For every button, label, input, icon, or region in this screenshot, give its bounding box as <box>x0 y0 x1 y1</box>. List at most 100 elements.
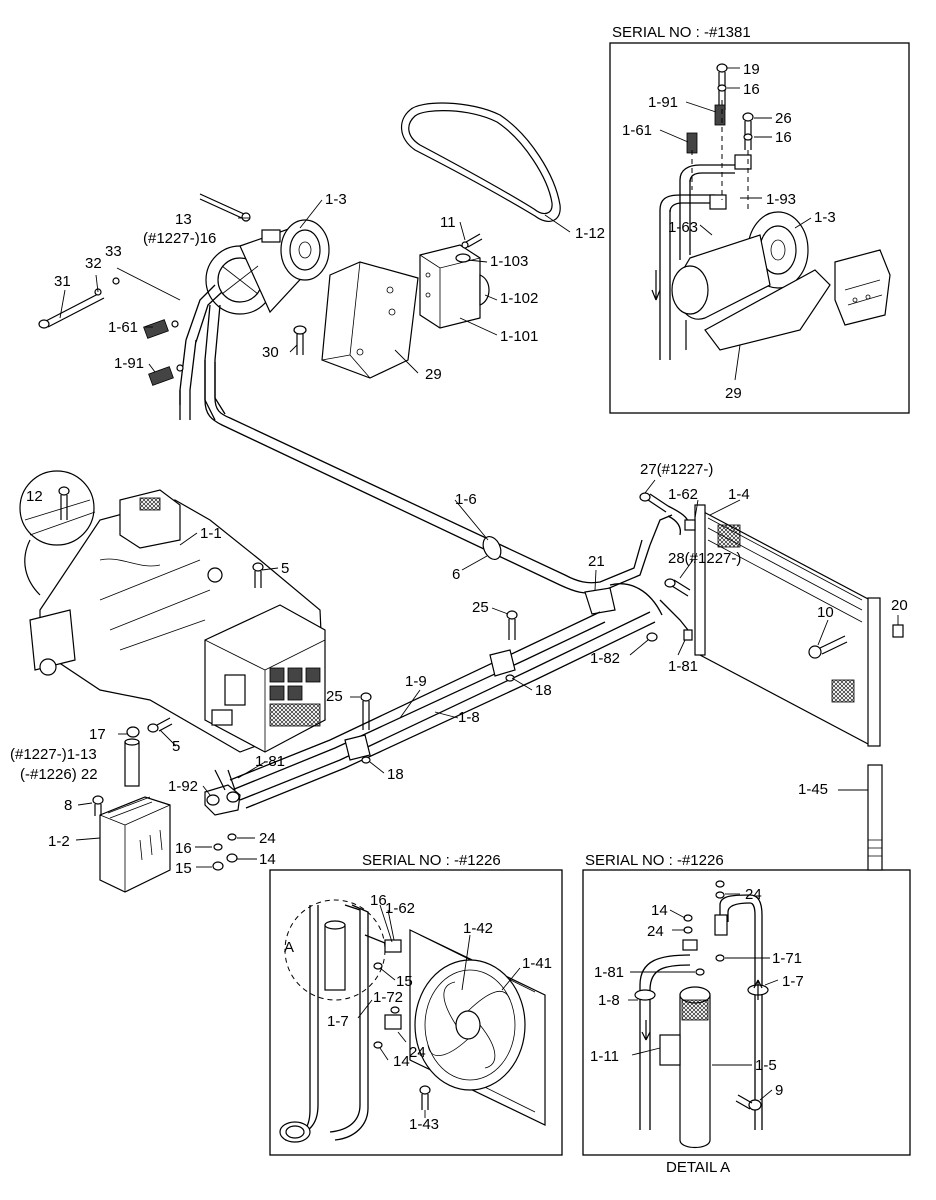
callout-1-61-main: 1-61 <box>108 319 138 336</box>
callout-bm-14: 14 <box>393 1053 410 1070</box>
callout-1-103: 1-103 <box>490 253 528 270</box>
bolt-25-upper <box>506 610 518 640</box>
callout-bm-1-62: 1-62 <box>385 900 415 917</box>
detail-a-marker: A <box>284 939 294 956</box>
callout-29-main: 29 <box>425 366 442 383</box>
hvac-unit <box>29 489 326 753</box>
nut-14-bottom <box>226 853 238 863</box>
clamp-18-upper <box>489 649 516 682</box>
callout-16-variant: (#1227-)16 <box>143 230 216 247</box>
callout-10: 10 <box>817 604 834 621</box>
callout-br-1-7: 1-7 <box>782 973 804 990</box>
inset-serial-1226-detail-a: SERIAL NO : -#1226 DETAIL A <box>582 852 911 1176</box>
callout-tr-1-61: 1-61 <box>622 122 652 139</box>
fitting-28 <box>664 578 691 597</box>
inset-1226-detail-a-assembly <box>634 880 769 1149</box>
callout-20: 20 <box>891 597 908 614</box>
callout-tr-1-93: 1-93 <box>766 191 796 208</box>
callout-bm-1-43: 1-43 <box>409 1116 439 1133</box>
bolt-31 <box>38 277 120 329</box>
inset-1381-fittings <box>686 63 754 210</box>
screw-5-top <box>252 562 264 588</box>
callout-bm-1-7: 1-7 <box>327 1013 349 1030</box>
callout-tr-16b: 16 <box>775 129 792 146</box>
callout-bm-1-41: 1-41 <box>522 955 552 972</box>
callout-30: 30 <box>262 344 279 361</box>
inset-serial-1226-detail-a-title: SERIAL NO : -#1226 <box>585 852 724 869</box>
callout-tr-19: 19 <box>743 61 760 78</box>
callout-tr-16a: 16 <box>743 81 760 98</box>
callout-32: 32 <box>85 255 102 272</box>
callout-24-bottom: 24 <box>259 830 276 847</box>
washer-16-bottom <box>213 843 223 851</box>
fitting-1-82 <box>609 583 663 642</box>
clamp-21 <box>584 587 616 615</box>
drain-hose-1-13 <box>124 738 140 787</box>
callout-br-1-81: 1-81 <box>594 964 624 981</box>
inset-serial-1381: SERIAL NO : -#1381 <box>609 24 910 414</box>
callout-br-24a: 24 <box>745 886 762 903</box>
screw-8 <box>92 795 104 816</box>
clamp-18-lower <box>344 734 371 764</box>
callout-25-top: 25 <box>472 599 489 616</box>
callout-18-lower: 18 <box>387 766 404 783</box>
callout-12: 12 <box>26 488 43 505</box>
callout-5-top: 5 <box>281 560 289 577</box>
callout-labels: 1-3 13 (#1227-)16 33 32 31 1-61 1-91 11 … <box>10 61 908 1133</box>
callout-1-62-main: 1-62 <box>668 486 698 503</box>
nut-17 <box>126 726 140 738</box>
callout-1-2: 1-2 <box>48 833 70 850</box>
callout-1-91-main: 1-91 <box>114 355 144 372</box>
callout-27: 27(#1227-) <box>640 461 713 478</box>
callout-8: 8 <box>64 797 72 814</box>
relay-box <box>419 244 490 329</box>
callout-33: 33 <box>105 243 122 260</box>
callout-1-6: 1-6 <box>455 491 477 508</box>
callout-28: 28(#1227-) <box>668 550 741 567</box>
callout-br-1-71: 1-71 <box>772 950 802 967</box>
callout-15-bottom: 15 <box>175 860 192 877</box>
washer-24-bottom <box>227 833 237 841</box>
callout-25-bottom: 25 <box>326 688 343 705</box>
bolt-30 <box>293 325 307 355</box>
callout-1-3-main: 1-3 <box>325 191 347 208</box>
callout-1-45: 1-45 <box>798 781 828 798</box>
callout-1-9: 1-9 <box>405 673 427 690</box>
receiver-drier-1-45 <box>867 764 883 871</box>
bolt-25-lower <box>360 692 372 730</box>
callout-22: (-#1226) 22 <box>20 766 98 783</box>
bracket-20 <box>892 624 904 638</box>
callout-tr-29: 29 <box>725 385 742 402</box>
fitting-1-62 <box>649 514 696 546</box>
callout-1-12: 1-12 <box>575 225 605 242</box>
leader-lines <box>59 67 899 1118</box>
callout-bm-15: 15 <box>396 973 413 990</box>
callout-br-1-5: 1-5 <box>755 1057 777 1074</box>
inset-1226-condenser-assembly <box>279 899 546 1143</box>
callout-tr-1-91: 1-91 <box>648 94 678 111</box>
refrigerant-line-1-8-1-9 <box>229 611 656 809</box>
callout-br-9: 9 <box>775 1082 783 1099</box>
callout-17: 17 <box>89 726 106 743</box>
callout-11: 11 <box>440 214 456 231</box>
callout-tr-1-3: 1-3 <box>814 209 836 226</box>
callout-18-upper: 18 <box>535 682 552 699</box>
detail-circle-12 <box>19 470 96 596</box>
callout-br-24b: 24 <box>647 923 664 940</box>
condenser <box>694 504 881 747</box>
callout-1-8-main: 1-8 <box>458 709 480 726</box>
callout-tr-1-63: 1-63 <box>668 219 698 236</box>
inset-serial-1381-title: SERIAL NO : -#1381 <box>612 24 751 41</box>
callout-1-81-left: 1-81 <box>255 753 285 770</box>
bolt-11 <box>461 233 483 249</box>
callout-31: 31 <box>54 273 71 290</box>
callout-tr-26: 26 <box>775 110 792 127</box>
callout-bm-1-72: 1-72 <box>373 989 403 1006</box>
callout-br-14: 14 <box>651 902 668 919</box>
callout-br-1-11: 1-11 <box>590 1048 619 1065</box>
callout-1-102: 1-102 <box>500 290 538 307</box>
compressor-bracket <box>321 261 419 379</box>
bolt-10 <box>808 635 848 659</box>
callout-bm-24: 24 <box>409 1044 426 1061</box>
